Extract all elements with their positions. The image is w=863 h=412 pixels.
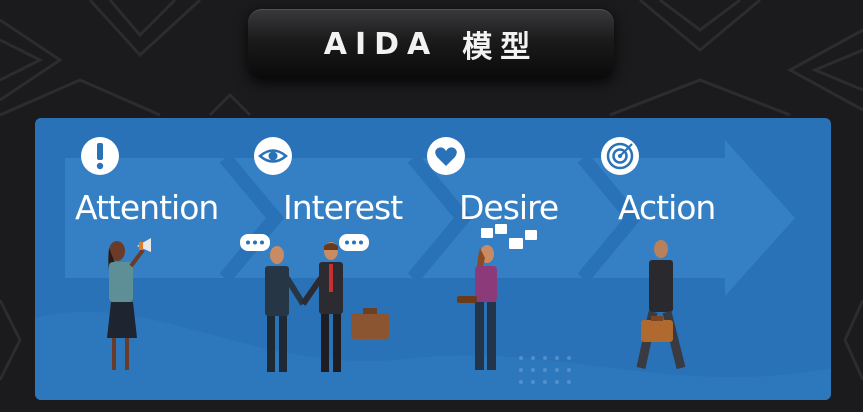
attention-figure [107, 238, 151, 370]
action-figure [636, 240, 686, 370]
floating-screens [481, 224, 537, 249]
stage-label-interest: Interest [283, 188, 403, 227]
chevron-separator [577, 153, 643, 283]
interest-figures [265, 242, 389, 372]
speech-bubble-icon [339, 234, 369, 251]
chevron-separator [219, 153, 285, 283]
stage-label-desire: Desire [459, 188, 559, 227]
heart-icon [427, 137, 465, 175]
chevron-separator [407, 153, 473, 283]
aida-diagram-panel: Attention Interest Desire Action [35, 118, 831, 400]
title-suffix: 模型 [462, 30, 539, 65]
stage-label-action: Action [618, 188, 716, 227]
exclamation-icon [81, 137, 119, 175]
title-text: AIDA [323, 26, 439, 62]
page-title: AIDA 模型 [248, 9, 614, 79]
diagram-graphics [35, 137, 831, 400]
target-icon [601, 137, 639, 175]
stage-label-attention: Attention [75, 188, 219, 227]
desire-figure [457, 245, 497, 370]
speech-bubble-icon [240, 234, 270, 251]
dot-grid [519, 356, 571, 384]
eye-icon [254, 137, 292, 175]
